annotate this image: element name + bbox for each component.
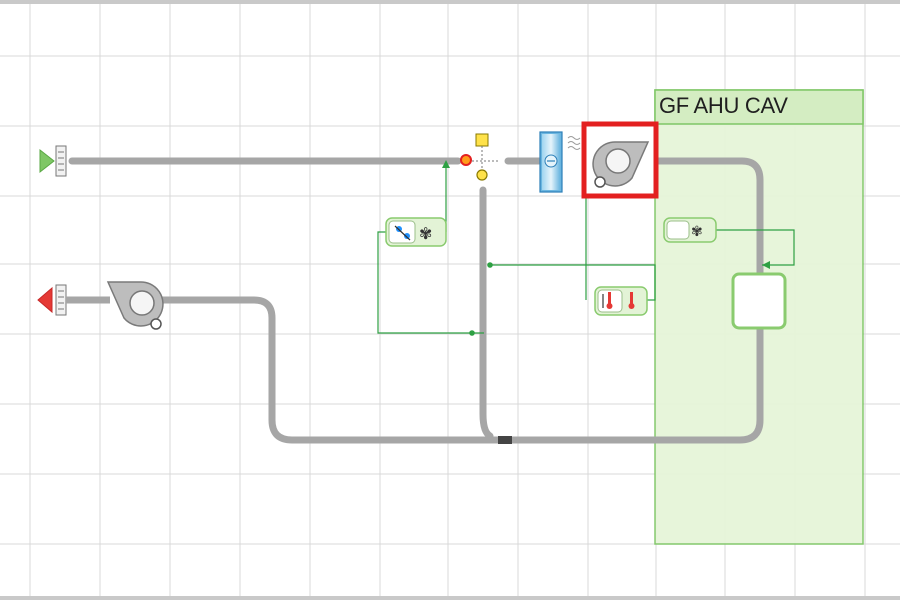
fan-control-line[interactable] bbox=[716, 229, 795, 266]
dual-thermometer-icon bbox=[608, 292, 611, 304]
canvas-bottom-border bbox=[0, 596, 900, 600]
inlet-louver-icon bbox=[55, 145, 67, 177]
fan-controller[interactable]: ✾ bbox=[663, 217, 717, 243]
zone-sensor-line[interactable] bbox=[490, 264, 656, 301]
cooling-coil[interactable] bbox=[539, 131, 581, 193]
relief-return-duct[interactable] bbox=[156, 296, 464, 444]
recirculation-duct[interactable] bbox=[479, 186, 494, 440]
fan-wheel-icon bbox=[605, 148, 631, 174]
controller-feedback-line[interactable] bbox=[377, 231, 484, 334]
fan-controller-icon: ✾ bbox=[691, 224, 703, 240]
zone-box-icon bbox=[731, 272, 787, 330]
zone-title: GF AHU CAV bbox=[659, 93, 788, 118]
zone-return-duct[interactable] bbox=[496, 324, 764, 444]
heat-wave-icon bbox=[567, 136, 581, 150]
return-fan[interactable] bbox=[106, 281, 164, 330]
damper-indicator-icon bbox=[475, 133, 489, 147]
fan-glyph-icon: ✾ bbox=[419, 224, 432, 243]
recirc-damper-icon bbox=[476, 169, 488, 181]
temperature-controller[interactable] bbox=[594, 286, 648, 316]
mixing-box[interactable] bbox=[460, 133, 500, 181]
canvas-top-border bbox=[0, 0, 900, 4]
economizer-controller[interactable]: ✾ bbox=[385, 217, 447, 247]
supply-duct[interactable] bbox=[651, 157, 764, 282]
return-tee-joint bbox=[498, 436, 512, 444]
zone-title-bar bbox=[654, 89, 864, 125]
fan-wheel-icon bbox=[129, 290, 155, 316]
outdoor-air-inlet[interactable] bbox=[39, 145, 67, 177]
red-triangle-outlet-icon bbox=[37, 286, 53, 314]
duct-network bbox=[68, 157, 764, 444]
zone-terminal[interactable] bbox=[731, 272, 787, 330]
outlet-louver-icon bbox=[55, 284, 67, 316]
supply-fan[interactable] bbox=[581, 121, 659, 199]
exhaust-air-outlet[interactable] bbox=[37, 284, 110, 316]
green-triangle-inlet-icon bbox=[39, 148, 55, 174]
control-wiring bbox=[377, 165, 795, 334]
mixing-damper-icon bbox=[460, 154, 472, 166]
